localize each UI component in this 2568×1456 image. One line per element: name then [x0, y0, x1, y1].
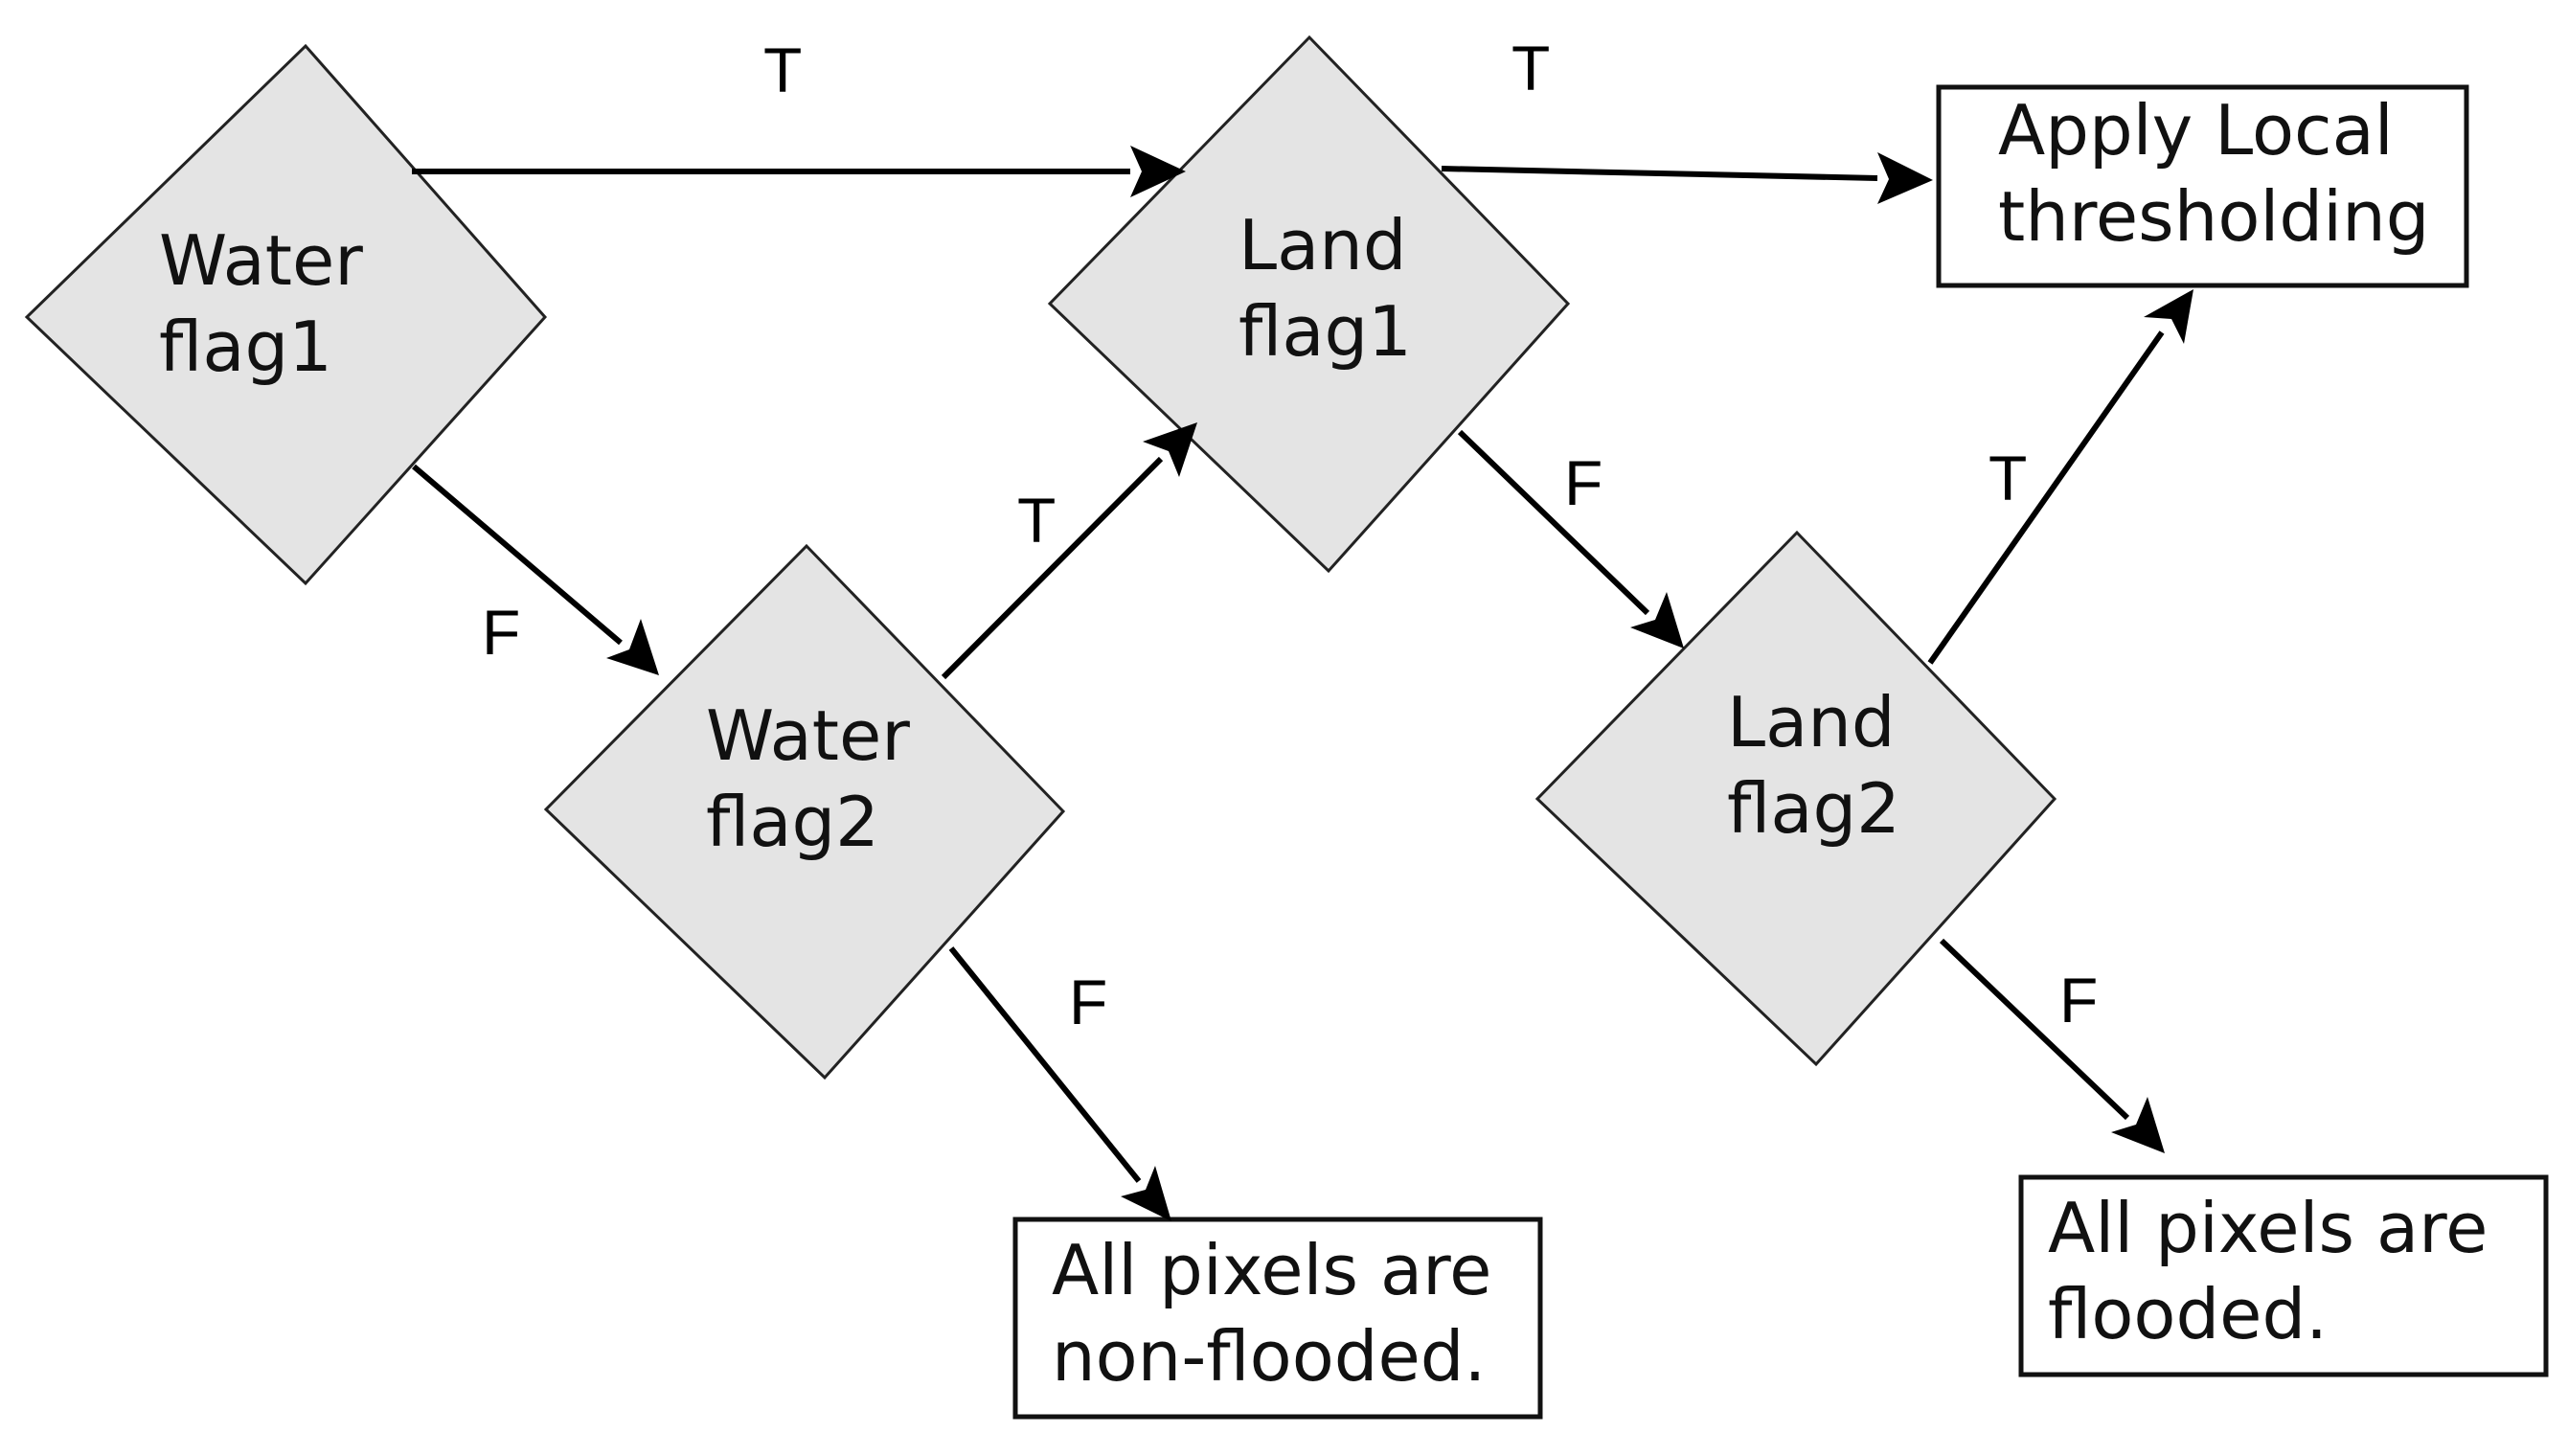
edge-water-flag1-to-land-flag1 — [412, 146, 1186, 197]
non-flooded-box — [1012, 1217, 1543, 1420]
node-water-flag1: Water flag1 — [24, 43, 548, 586]
edge-label-lf2-apply: T — [1988, 443, 2027, 513]
arrowhead-icon — [1143, 422, 1197, 477]
land-flag2-line1: Land — [1727, 682, 1896, 762]
edge-land-flag1-to-apply-local — [1441, 152, 1933, 204]
edge-label-wf2-lf1: T — [1017, 485, 1056, 556]
land-flag1-line1: Land — [1239, 205, 1407, 285]
node-land-flag1: Land flag1 — [1047, 34, 1571, 574]
water-flag2-line1: Water — [706, 695, 910, 776]
edge-land-flag1-to-land-flag2 — [1457, 429, 1684, 648]
arrowhead-icon — [1877, 152, 1933, 204]
arrowhead-icon — [1630, 592, 1684, 648]
node-land-flag2: Land flag2 — [1534, 530, 2057, 1067]
apply-local-line2: thresholding — [1998, 176, 2429, 257]
flooded-box — [2018, 1174, 2549, 1377]
edge-label-wf1-lf1: T — [763, 34, 802, 105]
water-flag2-diamond — [543, 543, 1066, 1081]
node-apply-local-thresholding: Apply Local thresholding — [1936, 84, 2469, 288]
land-flag2-line2: flag2 — [1727, 768, 1900, 849]
edge-label-wf1-wf2: F — [482, 597, 520, 668]
node-water-flag2: Water flag2 — [543, 543, 1066, 1081]
water-flag1-line1: Water — [159, 220, 363, 301]
land-flag1-line2: flag1 — [1239, 291, 1412, 372]
edge-label-lf1-apply: T — [1511, 33, 1550, 103]
arrowhead-icon — [1121, 1166, 1171, 1221]
apply-local-box — [1936, 84, 2469, 288]
water-flag2-line2: flag2 — [706, 782, 879, 862]
edge-water-flag1-to-water-flag2 — [412, 464, 659, 675]
arrowhead-icon — [1130, 146, 1186, 197]
node-all-non-flooded: All pixels are non-flooded. — [1012, 1217, 1543, 1420]
edge-land-flag2-to-apply-local — [1927, 289, 2193, 665]
node-all-flooded: All pixels are flooded. — [2018, 1174, 2549, 1377]
edge-label-wf2-nonflooded: F — [1069, 967, 1107, 1037]
arrowhead-icon — [2111, 1097, 2165, 1153]
non-flooded-line2: non-flooded. — [1052, 1316, 1486, 1397]
apply-local-line1: Apply Local — [1998, 90, 2394, 171]
flooded-line1: All pixels are — [2048, 1188, 2488, 1268]
arrowhead-icon — [606, 619, 659, 675]
arrowhead-icon — [2144, 289, 2193, 344]
edge-water-flag2-to-land-flag1 — [941, 422, 1197, 680]
edge-land-flag2-to-flooded — [1939, 938, 2165, 1153]
edge-label-lf1-lf2: F — [1564, 447, 1602, 518]
non-flooded-line1: All pixels are — [1052, 1230, 1491, 1310]
land-flag2-diamond — [1534, 530, 2057, 1067]
edge-water-flag2-to-non-flooded — [948, 946, 1171, 1221]
water-flag1-diamond — [24, 43, 548, 586]
edge-label-lf2-flooded: F — [2059, 965, 2098, 1035]
water-flag1-line2: flag1 — [159, 307, 332, 387]
flooded-line2: flooded. — [2048, 1274, 2328, 1354]
land-flag1-diamond — [1047, 34, 1571, 574]
